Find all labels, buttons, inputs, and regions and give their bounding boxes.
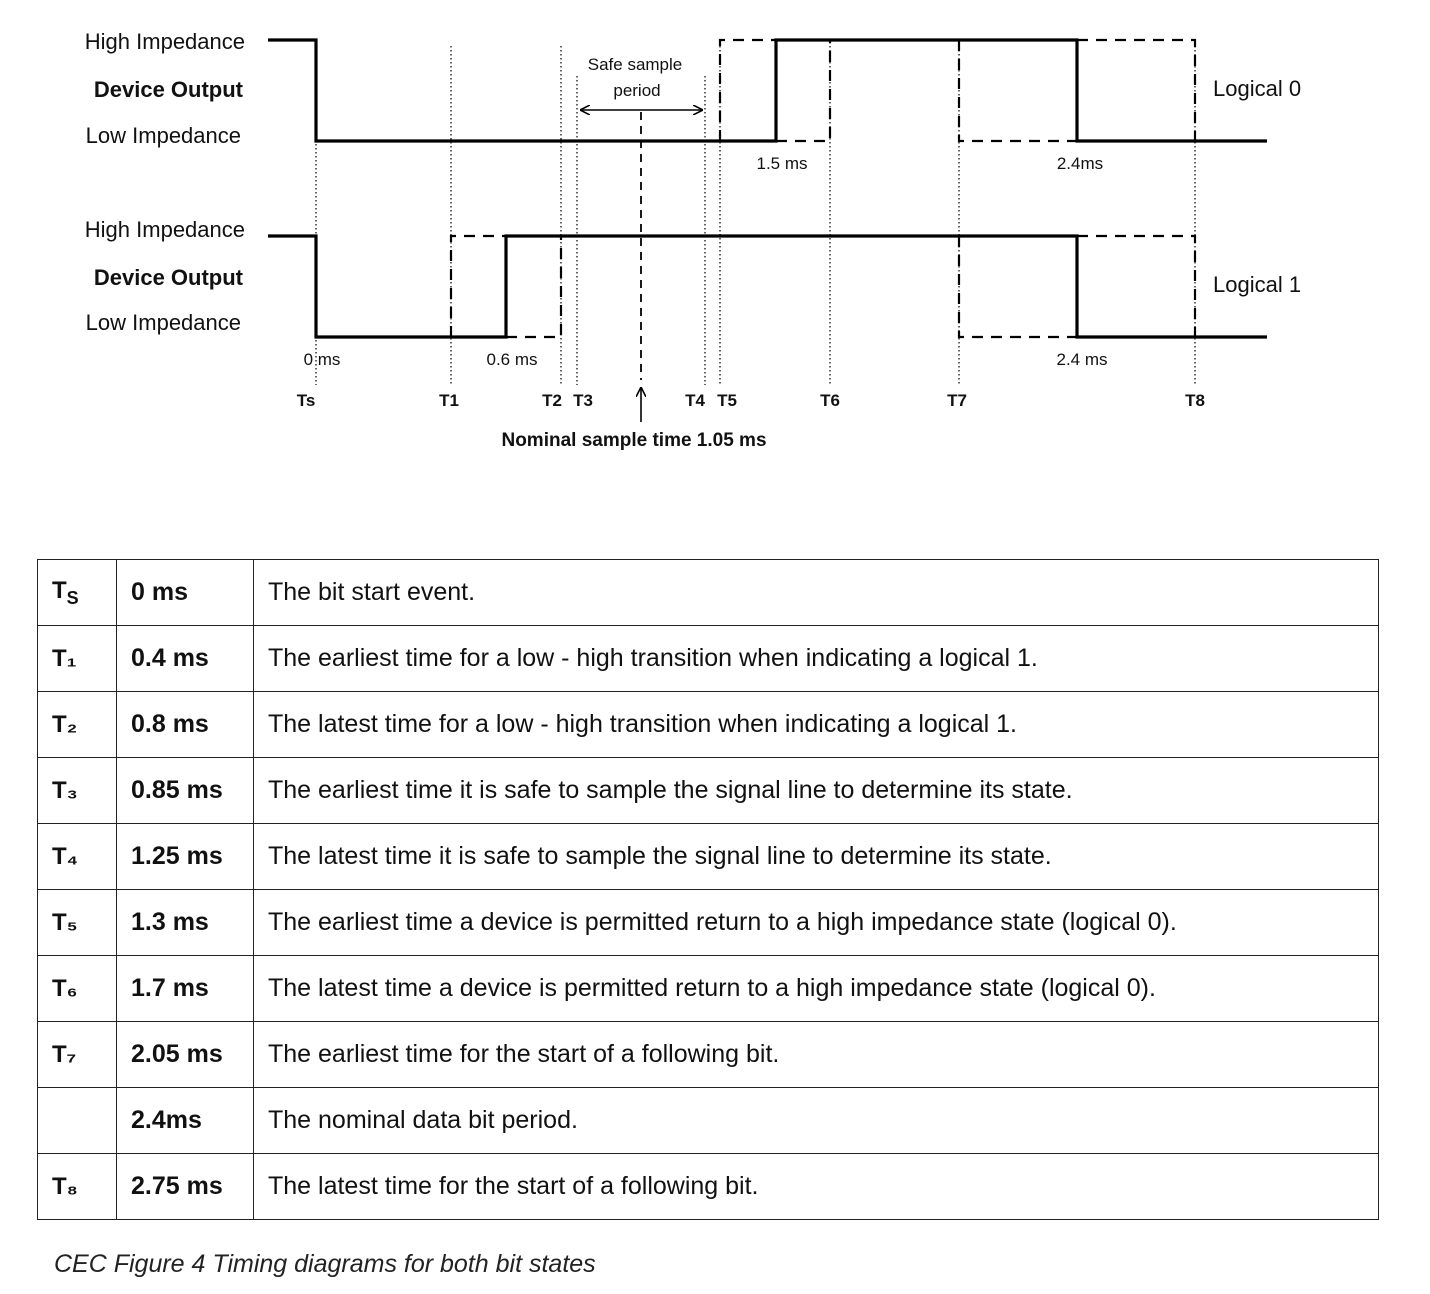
row-time: 0 ms: [116, 559, 254, 626]
wf1-low-label: Low Impedance: [86, 310, 241, 335]
time-marker-lines: [315, 42, 1196, 385]
wf0-title: Device Output: [94, 77, 244, 102]
wf1-title: Device Output: [94, 265, 244, 290]
tick-label-t7: T7: [947, 391, 967, 410]
row-time: 0.8 ms: [116, 691, 254, 758]
row-description: The latest time a device is permitted re…: [253, 955, 1379, 1022]
logical-1-late-rise: [506, 236, 563, 339]
wf0-low-label: Low Impedance: [86, 123, 241, 148]
tick-label-t8: T8: [1185, 391, 1205, 410]
row-description: The nominal data bit period.: [253, 1087, 1379, 1154]
tick-label-t1: T1: [439, 391, 459, 410]
logical-1-signal: [268, 234, 1267, 339]
wf0-high-label: High Impedance: [85, 29, 245, 54]
safe-sample-label-1: Safe sample: [588, 55, 683, 74]
wf0-duration-1-5ms: 1.5 ms: [756, 154, 807, 173]
row-description: The earliest time a device is permitted …: [253, 889, 1379, 956]
wf1-duration-2-4ms: 2.4 ms: [1056, 350, 1107, 369]
row-description: The bit start event.: [253, 559, 1379, 626]
tick-label-t4: T4: [685, 391, 705, 410]
row-time: 1.7 ms: [116, 955, 254, 1022]
table-row: T₇ 2.05 ms The earliest time for the sta…: [37, 1021, 1379, 1088]
wf0-duration-2-4ms: 2.4ms: [1057, 154, 1103, 173]
figure-caption: CEC Figure 4 Timing diagrams for both bi…: [54, 1250, 596, 1278]
logical-0-late-return: [776, 40, 832, 143]
table-row: T₂ 0.8 ms The latest time for a low - hi…: [37, 691, 1379, 758]
wf0-state-label: Logical 0: [1213, 76, 1301, 101]
row-description: The earliest time for a low - high trans…: [253, 625, 1379, 692]
row-symbol: T₇: [37, 1021, 117, 1088]
tick-label-ts: Ts: [297, 391, 316, 410]
logical-0-signal: [268, 38, 1267, 143]
row-symbol: T₄: [37, 823, 117, 890]
logical-0-early-next-bit: [957, 40, 1077, 143]
row-description: The latest time for a low - high transit…: [253, 691, 1379, 758]
logical-1-early-rise: [449, 234, 506, 337]
tick-label-t2: T2: [542, 391, 562, 410]
row-time: 0.4 ms: [116, 625, 254, 692]
table-row: TS 0 ms The bit start event.: [37, 559, 1379, 626]
tick-label-t3: T3: [573, 391, 593, 410]
row-time: 2.05 ms: [116, 1021, 254, 1088]
row-symbol: T₆: [37, 955, 117, 1022]
row-description: The earliest time it is safe to sample t…: [253, 757, 1379, 824]
wf1-high-label: High Impedance: [85, 217, 245, 242]
table-row: T₈ 2.75 ms The latest time for the start…: [37, 1153, 1379, 1220]
tick-label-t5: T5: [717, 391, 737, 410]
logical-0-late-next-bit: [1077, 38, 1197, 141]
row-symbol: T₂: [37, 691, 117, 758]
row-symbol: T₁: [37, 625, 117, 692]
tick-label-t6: T6: [820, 391, 840, 410]
row-description: The latest time for the start of a follo…: [253, 1153, 1379, 1220]
row-time: 1.25 ms: [116, 823, 254, 890]
nominal-sample-label: Nominal sample time 1.05 ms: [501, 430, 766, 451]
table-row: T₆ 1.7 ms The latest time a device is pe…: [37, 955, 1379, 1022]
row-description: The earliest time for the start of a fol…: [253, 1021, 1379, 1088]
row-symbol: T₃: [37, 757, 117, 824]
table-row: T₅ 1.3 ms The earliest time a device is …: [37, 889, 1379, 956]
symbol-subscript: S: [66, 587, 79, 608]
row-symbol: TS: [37, 559, 117, 626]
table-row: T₁ 0.4 ms The earliest time for a low - …: [37, 625, 1379, 692]
row-time: 1.3 ms: [116, 889, 254, 956]
row-symbol: [37, 1087, 117, 1154]
table-row: 2.4ms The nominal data bit period.: [37, 1087, 1379, 1154]
logical-0-early-return: [718, 38, 776, 141]
timing-table: TS 0 ms The bit start event. T₁ 0.4 ms T…: [37, 559, 1379, 1220]
timing-table-body: TS 0 ms The bit start event. T₁ 0.4 ms T…: [37, 559, 1379, 1220]
safe-sample-label-2: period: [613, 81, 660, 100]
logical-1-late-next-bit: [1077, 234, 1197, 337]
row-symbol: T₈: [37, 1153, 117, 1220]
row-symbol: T₅: [37, 889, 117, 956]
symbol-main: T: [52, 576, 67, 604]
row-time: 2.4ms: [116, 1087, 254, 1154]
table-row: T₄ 1.25 ms The latest time it is safe to…: [37, 823, 1379, 890]
waveform-logical-1: [268, 234, 1267, 339]
table-row: T₃ 0.85 ms The earliest time it is safe …: [37, 757, 1379, 824]
row-description: The latest time it is safe to sample the…: [253, 823, 1379, 890]
wf1-duration-0ms: 0 ms: [304, 350, 341, 369]
row-time: 2.75 ms: [116, 1153, 254, 1220]
row-time: 0.85 ms: [116, 757, 254, 824]
wf1-duration-0-6ms: 0.6 ms: [486, 350, 537, 369]
waveform-logical-0: [268, 38, 1267, 143]
timing-diagram: Safe sample period High Impedance Device…: [85, 29, 1301, 451]
logical-1-early-next-bit: [957, 236, 1077, 339]
wf1-state-label: Logical 1: [1213, 272, 1301, 297]
